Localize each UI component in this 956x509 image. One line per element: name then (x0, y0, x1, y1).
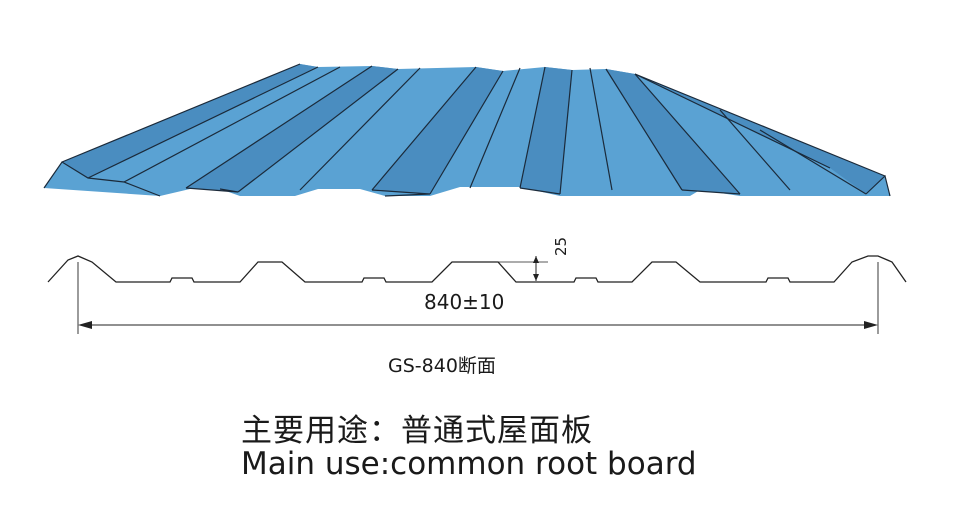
rib-1 (62, 64, 318, 178)
rib-5 (606, 69, 740, 194)
panel-3d-view (43, 63, 891, 197)
section-caption: GS-840断面 (388, 355, 496, 377)
usage-text-english: Main use:common root board (241, 446, 697, 482)
profile-line (47, 255, 907, 283)
rib-4 (520, 67, 572, 194)
height-dimension-label: 25 (552, 236, 570, 256)
width-dimension-label: 840±10 (424, 290, 505, 314)
rib-3 (372, 67, 503, 194)
rib-2 (186, 66, 398, 192)
section-profile (47, 255, 907, 334)
usage-text-chinese: 主要用途：普通式屋面板 (241, 413, 593, 449)
